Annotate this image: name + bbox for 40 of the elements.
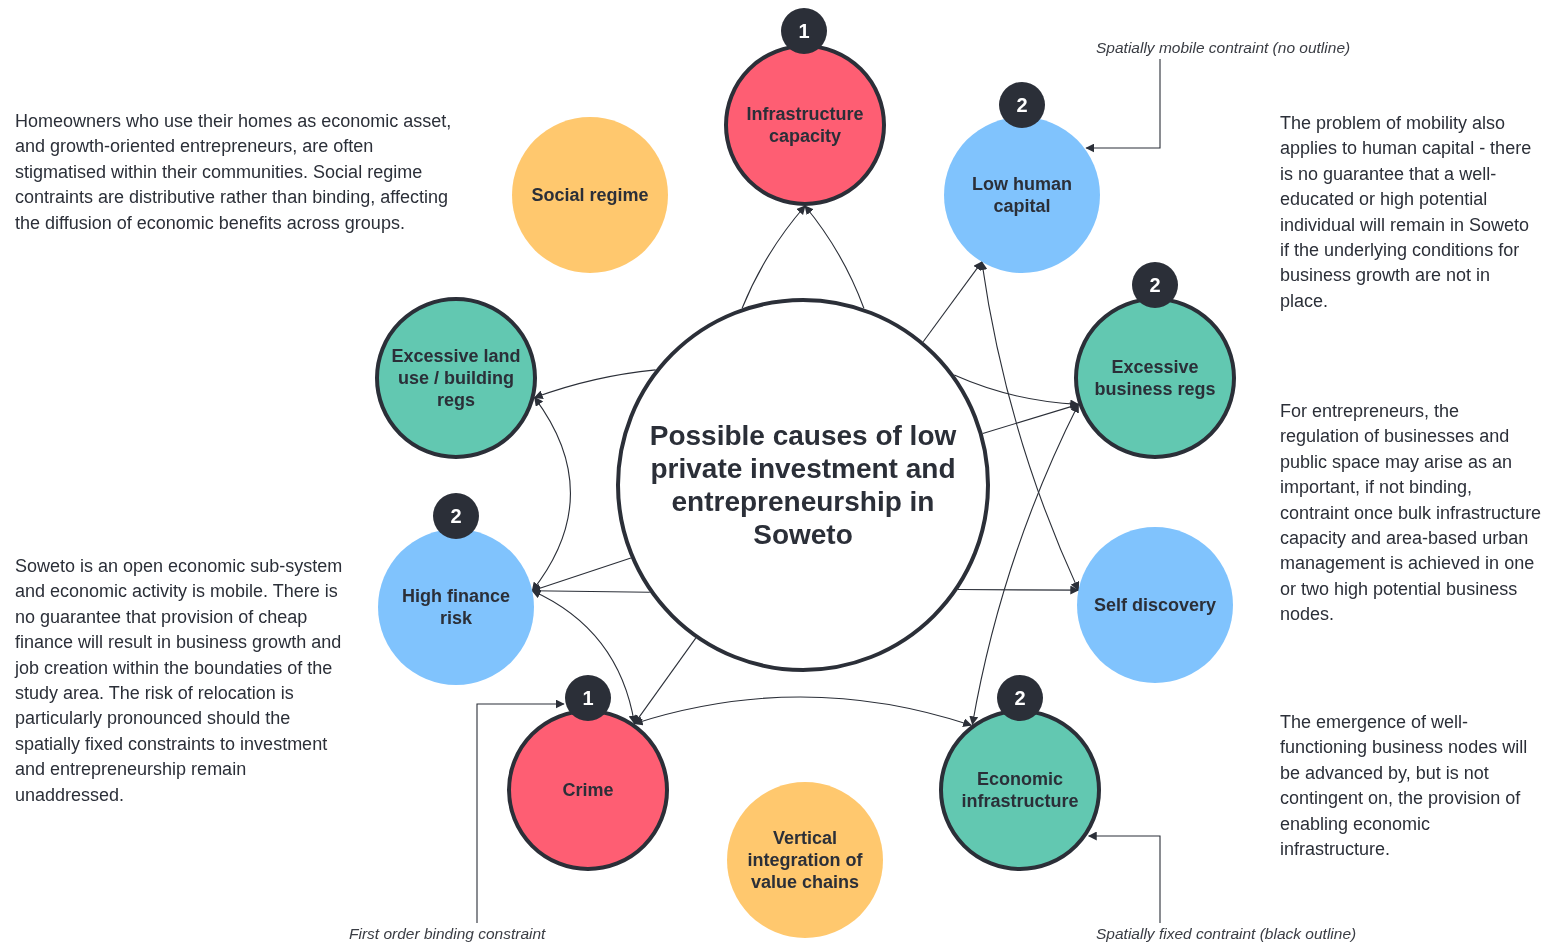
annotation-text: Spatially mobile contraint (no outline) <box>1096 37 1416 59</box>
arrow <box>633 637 697 725</box>
number-badge: 2 <box>999 82 1045 128</box>
note-paragraph: For entrepreneurs, the regulation of businesses and public space may arise as an important, if not binding, contraint once bulk infrastructure capacity and area-based urban management is achieved in one or two high potential business nodes. <box>1280 400 1542 627</box>
constraint-circle: Excessive business regs <box>1074 297 1236 459</box>
arrow <box>982 402 1080 434</box>
leader-arrow <box>1087 831 1161 924</box>
number-badge: 2 <box>997 675 1043 721</box>
note-paragraph: The emergence of well-functioning business nodes will be advanced by, but is not contingent on, the provision of enabling economic infrastructure. <box>1280 711 1529 862</box>
number-badge: 2 <box>1132 262 1178 308</box>
constraint-circle: Low human capital <box>944 117 1100 273</box>
leader-arrow <box>476 699 565 924</box>
number-badge: 1 <box>781 8 827 54</box>
arrow <box>969 403 1079 726</box>
constraint-circle: Self discovery <box>1077 527 1233 683</box>
constraint-circle: Economic infrastructure <box>939 709 1101 871</box>
central-circle: Possible causes of low private investment and entrepreneurship in Soweto <box>616 298 990 672</box>
leader-arrow <box>1085 58 1161 153</box>
arrow <box>531 396 571 592</box>
constraint-circle: Vertical integration of value chains <box>727 782 883 938</box>
note-paragraph: The problem of mobility also applies to human capital - there is no guarantee that a well-educated or high potential individual will remain in Soweto if the underlying conditions for business growth are not in place. <box>1280 112 1533 313</box>
constraint-circle: Social regime <box>512 117 668 273</box>
constraint-circle: Crime <box>507 709 669 871</box>
number-badge: 2 <box>433 493 479 539</box>
arrow <box>804 205 865 309</box>
annotation-text: First order binding constraint <box>349 923 599 945</box>
constraint-circle: Excessive land use / building regs <box>375 297 537 459</box>
arrow <box>633 696 973 728</box>
arrow <box>922 261 983 343</box>
note-paragraph: Homeowners who use their homes as economic asset, and growth-oriented entrepreneurs, are often stigmatised within their communities. Social regime contraints are distributive rather than binding, affecting the diffusion of economic benefits across groups. <box>15 110 453 235</box>
annotation-text: Spatially fixed contraint (black outline) <box>1096 923 1426 945</box>
arrow <box>957 585 1080 595</box>
constraint-circle: High finance risk <box>378 529 534 685</box>
arrow <box>533 369 657 400</box>
arrow <box>531 590 638 725</box>
note-paragraph: Soweto is an open economic sub-system and economic activity is mobile. There is no guarantee that provision of cheap finance will result in business growth and job creation within the boundaties of the study area. The risk of relocation is particularly pronounced should the spatially fixed constraints to investment and entrepreneurship remain unaddressed. <box>15 555 344 807</box>
arrow <box>741 205 806 309</box>
arrow <box>978 260 1080 591</box>
constraint-circle: Infrastructure capacity <box>724 44 886 206</box>
number-badge: 1 <box>565 675 611 721</box>
